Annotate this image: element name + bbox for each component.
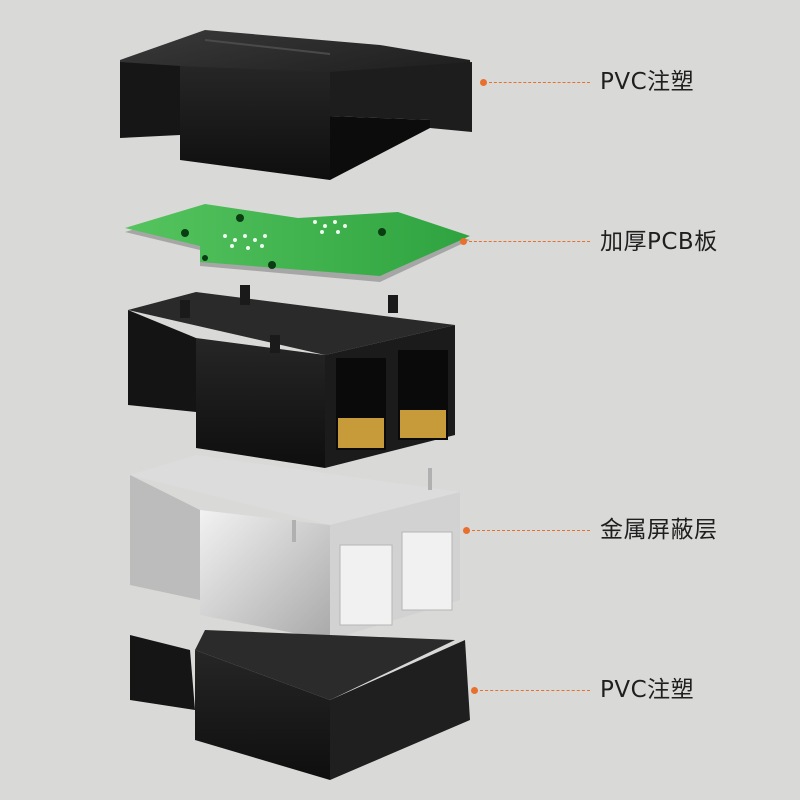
callout-top-pvc-label: PVC注塑 [600,69,695,95]
pcb-board [125,204,470,282]
callout-bottom-pvc-label: PVC注塑 [600,677,695,703]
bottom-pvc-leader-line [480,690,590,691]
metal-shield [130,455,460,640]
shield-leader-line [472,530,590,531]
bottom-pvc-leader-dot [470,686,478,694]
callout-pcb-label: 加厚PCB板 [600,229,718,255]
top-pvc-leader-line [489,82,590,83]
top-pvc-leader-dot [479,78,487,86]
bottom-pvc-shell [130,630,470,780]
pcb-leader-line [469,241,590,242]
callout-shield-label: 金属屏蔽层 [600,517,718,543]
top-pvc-shell [120,30,472,180]
rj45-jack-block [128,285,455,468]
pcb-leader-dot [459,237,467,245]
shield-leader-dot [462,526,470,534]
